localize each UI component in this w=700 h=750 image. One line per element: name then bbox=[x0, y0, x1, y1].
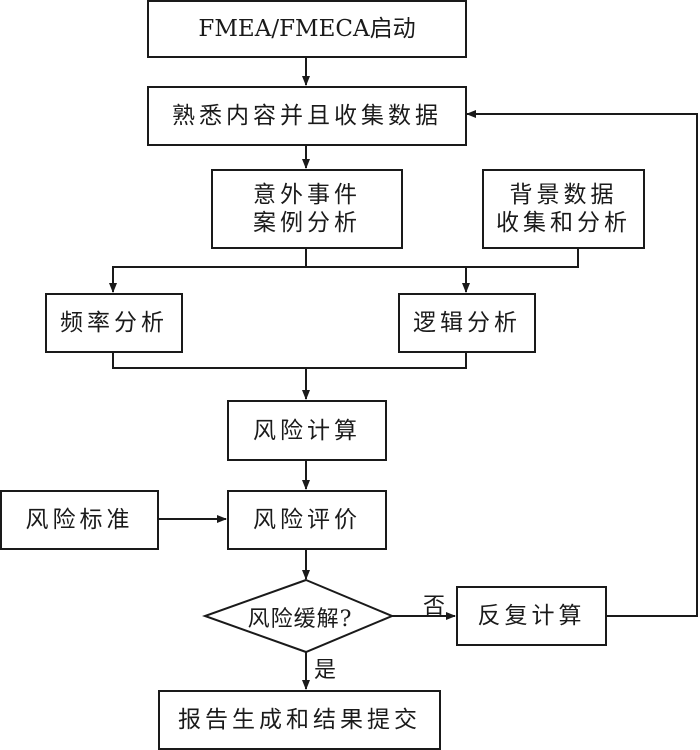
node-risk-calculation-label: 风险计算 bbox=[253, 417, 361, 444]
node-decision-label: 风险缓解? bbox=[247, 607, 353, 632]
node-risk-calculation: 风险计算 bbox=[227, 400, 387, 461]
node-risk-evaluation: 风险评价 bbox=[227, 490, 387, 550]
node-report-label: 报告生成和结果提交 bbox=[178, 707, 421, 733]
line-analysis-merge bbox=[112, 352, 467, 369]
node-accident-cases-label: 意外事件 案例分析 bbox=[253, 182, 361, 236]
node-report: 报告生成和结果提交 bbox=[158, 690, 441, 750]
node-recalculate: 反复计算 bbox=[456, 586, 607, 646]
feedback-loop-line bbox=[466, 110, 698, 617]
node-risk-criteria: 风险标准 bbox=[0, 490, 159, 550]
node-risk-evaluation-label: 风险评价 bbox=[253, 507, 361, 533]
node-frequency-analysis: 频率分析 bbox=[45, 293, 183, 353]
line-background-down bbox=[113, 248, 579, 268]
node-collect: 熟悉内容并且收集数据 bbox=[147, 86, 467, 146]
node-logic-analysis: 逻辑分析 bbox=[398, 293, 536, 353]
node-risk-criteria-label: 风险标准 bbox=[25, 507, 134, 533]
edge-label-yes: 是 bbox=[314, 658, 337, 683]
node-background-data-label: 背景数据 收集和分析 bbox=[496, 182, 631, 236]
node-collect-label: 熟悉内容并且收集数据 bbox=[172, 103, 442, 129]
edge-label-no: 否 bbox=[423, 594, 446, 619]
node-logic-analysis-label: 逻辑分析 bbox=[413, 310, 521, 336]
node-background-data: 背景数据 收集和分析 bbox=[482, 169, 645, 249]
node-frequency-analysis-label: 频率分析 bbox=[60, 310, 168, 336]
node-recalculate-label: 反复计算 bbox=[477, 603, 586, 629]
node-start: FMEA/FMECA启动 bbox=[147, 0, 467, 58]
node-accident-cases: 意外事件 案例分析 bbox=[211, 169, 403, 249]
node-start-label: FMEA/FMECA启动 bbox=[198, 16, 416, 42]
